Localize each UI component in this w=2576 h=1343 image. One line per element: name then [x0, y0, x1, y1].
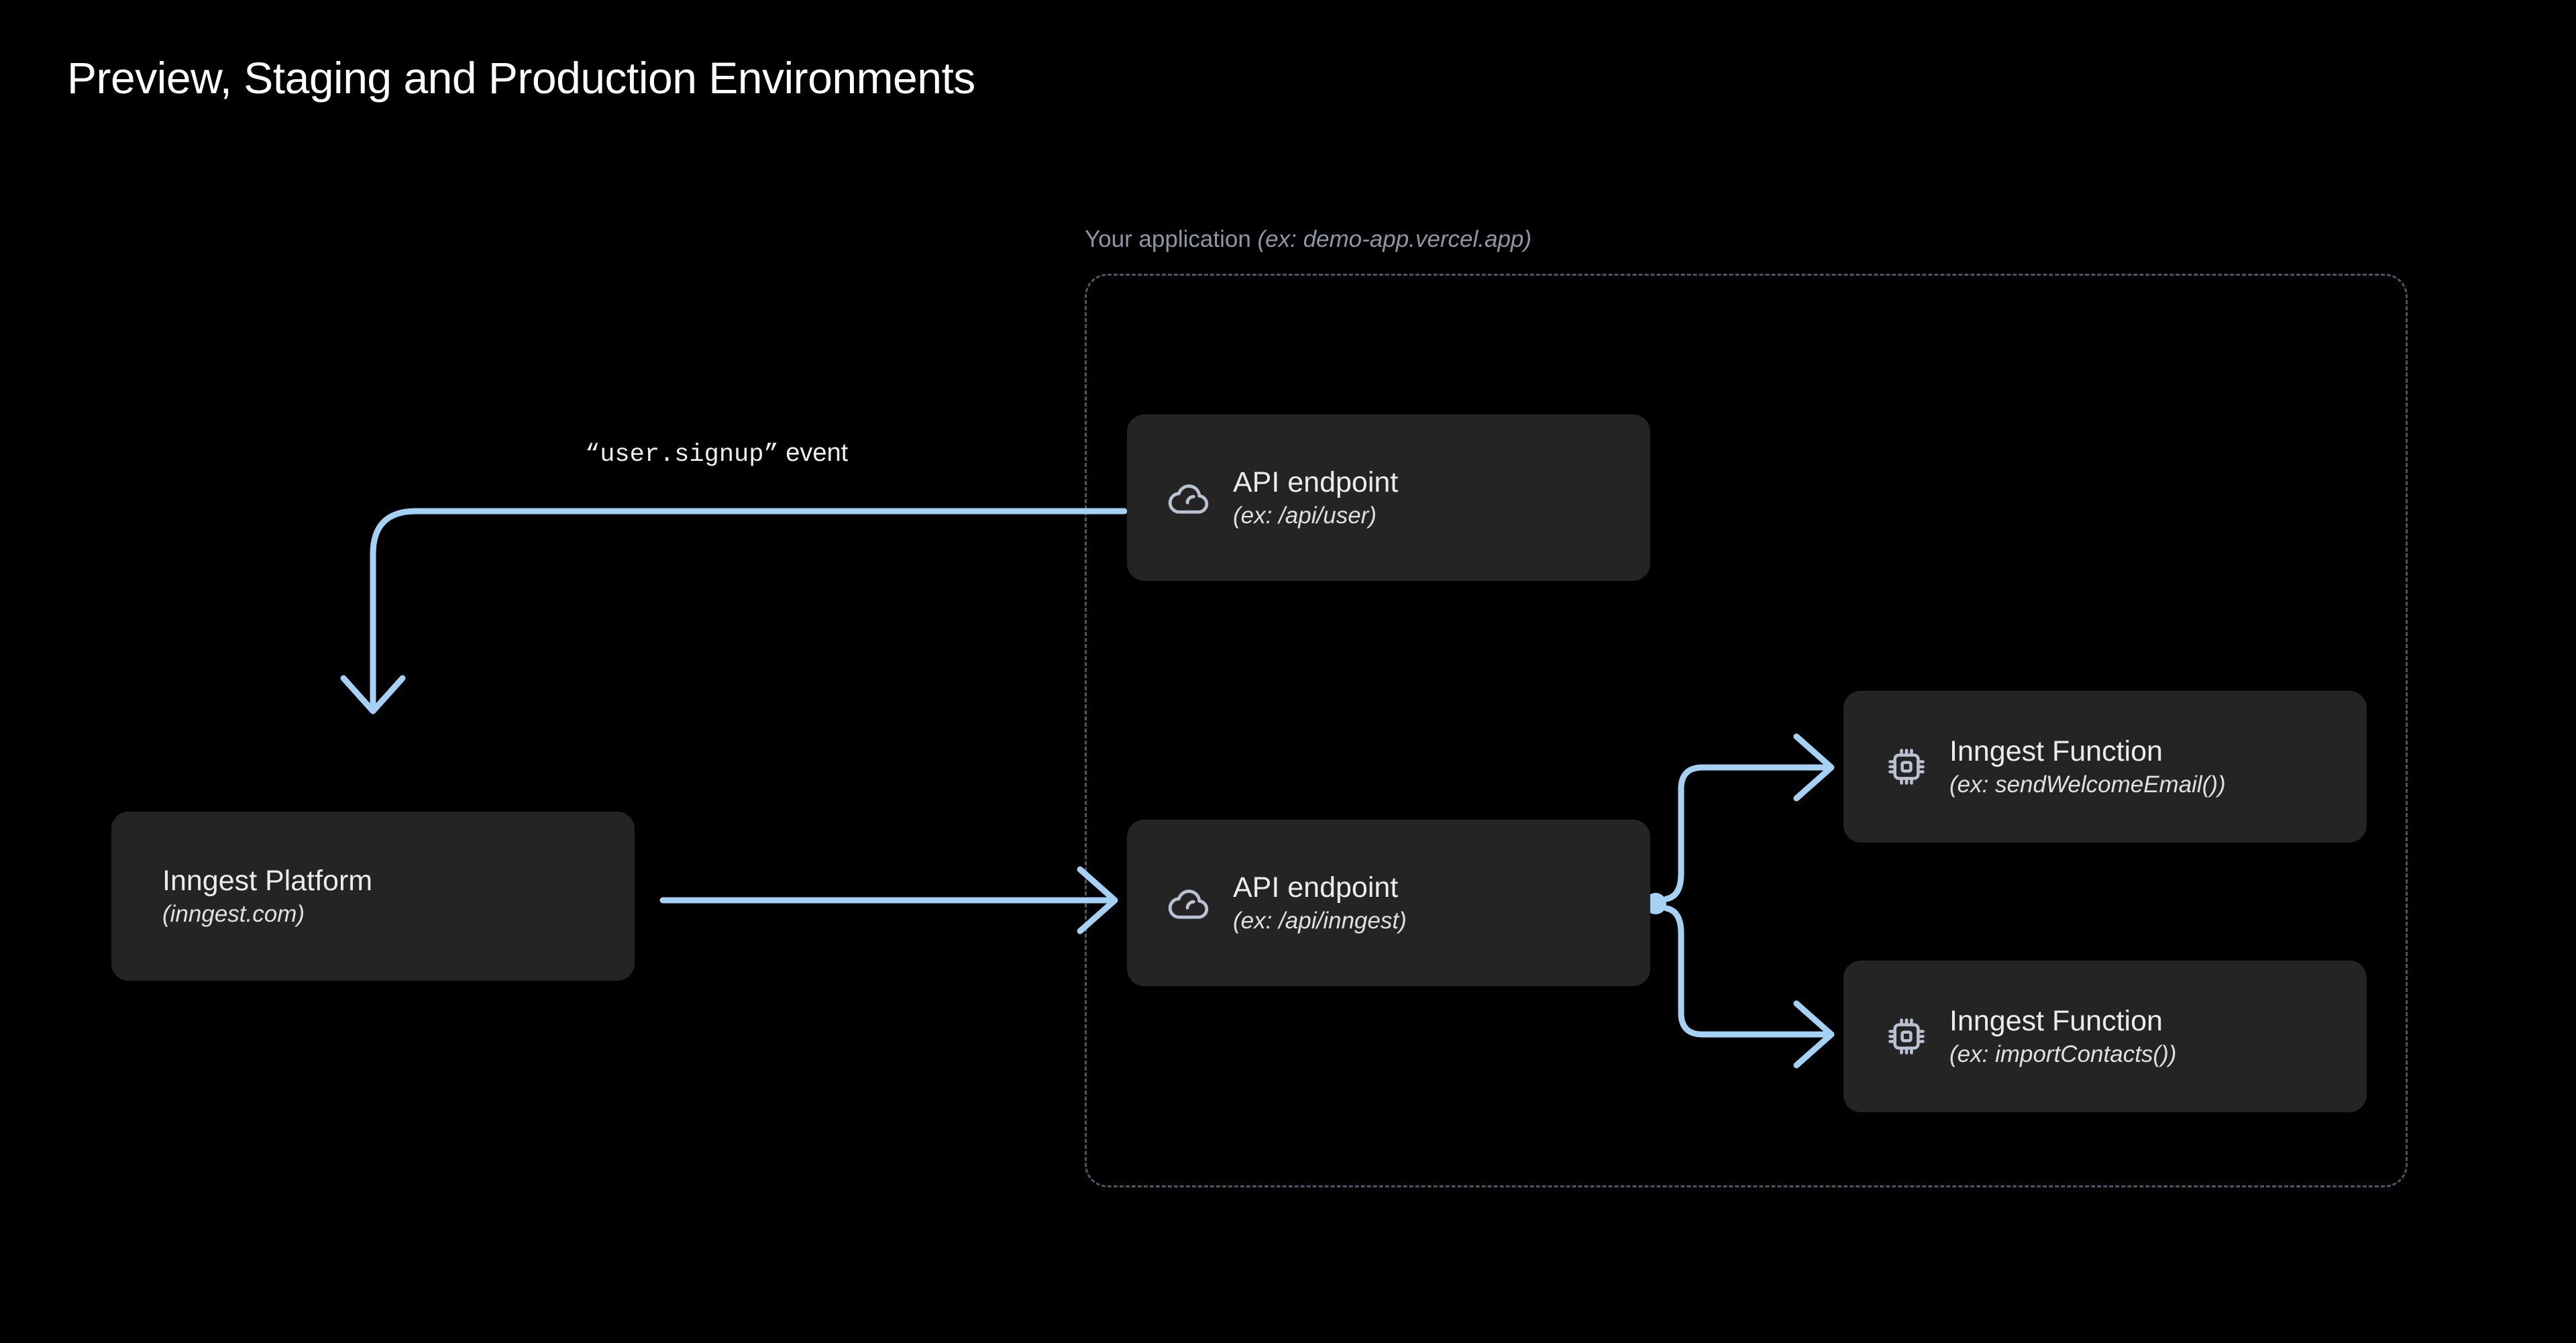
event-label: “user.signup” event: [585, 439, 848, 469]
cpu-chip-icon: [1882, 743, 1931, 791]
node-api-endpoint-inngest-subtitle: (ex: /api/inngest): [1233, 908, 1407, 934]
node-inngest-function-import-contacts-subtitle: (ex: importContacts()): [1949, 1041, 2177, 1068]
node-api-endpoint-user-title: API endpoint: [1233, 466, 1399, 499]
application-boundary: [1085, 274, 2408, 1187]
node-api-endpoint-user-subtitle: (ex: /api/user): [1233, 502, 1377, 529]
node-inngest-function-send-welcome-email-title: Inngest Function: [1949, 735, 2163, 768]
node-api-endpoint-user[interactable]: API endpoint (ex: /api/user): [1127, 415, 1650, 581]
node-inngest-function-import-contacts-title: Inngest Function: [1949, 1005, 2163, 1038]
node-inngest-function-import-contacts[interactable]: Inngest Function (ex: importContacts()): [1843, 961, 2367, 1112]
node-api-endpoint-inngest-title: API endpoint: [1233, 871, 1399, 904]
node-inngest-function-import-contacts-text: Inngest Function (ex: importContacts()): [1949, 1005, 2176, 1067]
node-api-endpoint-user-text: API endpoint (ex: /api/user): [1233, 466, 1398, 529]
application-group-label-example: (ex: demo-app.vercel.app): [1257, 226, 1532, 252]
event-label-code: “user.signup”: [585, 441, 779, 469]
application-group-label: Your application (ex: demo-app.vercel.ap…: [1085, 226, 1532, 253]
page-title: Preview, Staging and Production Environm…: [67, 53, 975, 103]
application-group-label-main: Your application: [1085, 226, 1258, 252]
cloud-icon: [1166, 474, 1214, 522]
node-inngest-platform-title: Inngest Platform: [162, 865, 373, 898]
event-label-suffix: event: [778, 439, 849, 467]
edge-platform-to-api-inngest: [659, 866, 1118, 934]
node-api-endpoint-inngest-text: API endpoint (ex: /api/inngest): [1233, 871, 1407, 934]
cloud-icon: [1166, 879, 1214, 927]
node-inngest-function-send-welcome-email[interactable]: Inngest Function (ex: sendWelcomeEmail()…: [1843, 691, 2367, 843]
edge-api-user-to-platform: [340, 508, 1128, 714]
node-api-endpoint-inngest[interactable]: API endpoint (ex: /api/inngest): [1127, 820, 1650, 986]
node-inngest-platform-subtitle: (inngest.com): [162, 901, 305, 928]
node-inngest-function-send-welcome-email-subtitle: (ex: sendWelcomeEmail()): [1949, 771, 2226, 798]
node-inngest-platform[interactable]: Inngest Platform (inngest.com): [111, 812, 635, 981]
node-inngest-platform-text: Inngest Platform (inngest.com): [162, 865, 372, 927]
node-inngest-function-send-welcome-email-text: Inngest Function (ex: sendWelcomeEmail()…: [1949, 735, 2226, 798]
cpu-chip-icon: [1882, 1012, 1931, 1061]
